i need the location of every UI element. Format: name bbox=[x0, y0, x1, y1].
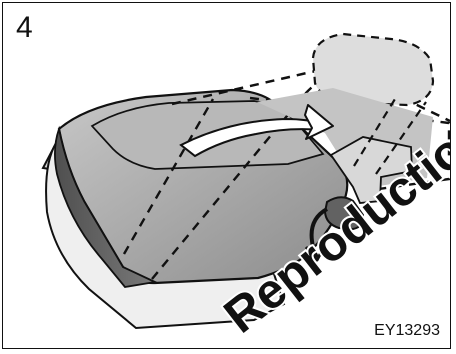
illustration-frame: 4 bbox=[2, 2, 451, 349]
illustration-code: EY13293 bbox=[372, 322, 442, 340]
seat-folding-illustration: Reproduction bbox=[3, 3, 451, 349]
